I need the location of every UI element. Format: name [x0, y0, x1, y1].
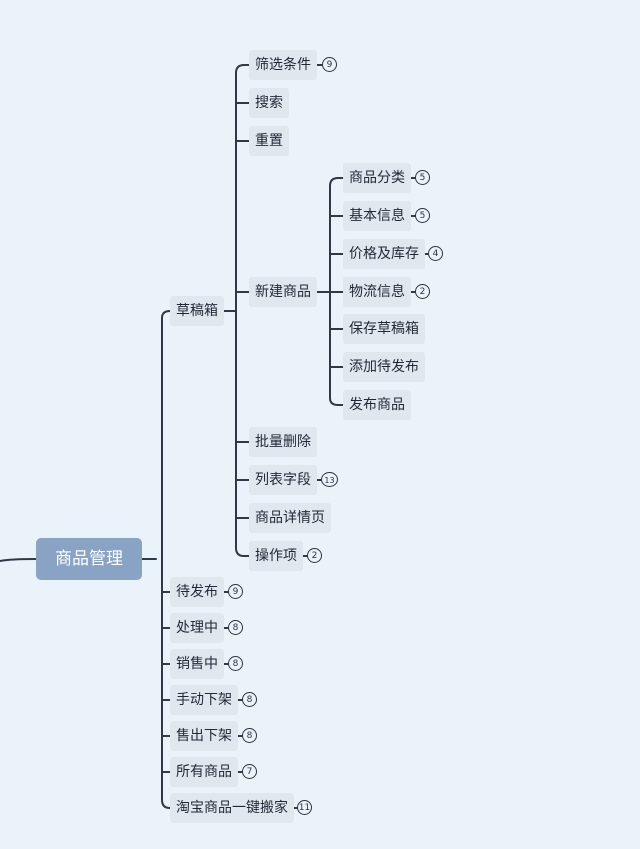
- node-sousuo[interactable]: 搜索: [249, 88, 289, 118]
- node-chongzhi[interactable]: 重置: [249, 126, 289, 156]
- node-label: 售出下架: [176, 728, 232, 744]
- count-badge: 8: [228, 620, 243, 635]
- node-label: 操作项: [255, 548, 297, 564]
- count-badge: 7: [242, 764, 257, 779]
- node-label: 处理中: [176, 620, 218, 636]
- node-label: 保存草稿箱: [349, 321, 419, 337]
- node-taobao[interactable]: 淘宝商品一键搬家: [170, 793, 294, 823]
- node-label: 商品详情页: [255, 510, 325, 526]
- node-xiangqing[interactable]: 商品详情页: [249, 503, 331, 533]
- node-label: 发布商品: [349, 397, 405, 413]
- count-badge: 5: [415, 208, 430, 223]
- node-label: 添加待发布: [349, 359, 419, 375]
- node-jiben[interactable]: 基本信息: [343, 201, 411, 231]
- count-badge: 8: [242, 692, 257, 707]
- node-chulizhong[interactable]: 处理中: [170, 613, 224, 643]
- node-suoyou[interactable]: 所有商品: [170, 757, 238, 787]
- node-label: 价格及库存: [349, 246, 419, 262]
- count-badge: 2: [415, 284, 430, 299]
- node-xiaoshouzhong[interactable]: 销售中: [170, 649, 224, 679]
- node-baocun[interactable]: 保存草稿箱: [343, 314, 425, 344]
- node-label: 商品分类: [349, 170, 405, 186]
- count-badge: 9: [322, 57, 337, 72]
- node-shaixuan[interactable]: 筛选条件: [249, 50, 317, 80]
- count-badge: 5: [415, 170, 430, 185]
- node-label: 销售中: [176, 656, 218, 672]
- count-badge: 11: [297, 800, 312, 815]
- node-label: 搜索: [255, 95, 283, 111]
- count-badge: 4: [428, 246, 443, 261]
- node-label: 筛选条件: [255, 57, 311, 73]
- node-label: 物流信息: [349, 284, 405, 300]
- count-badge: 13: [321, 472, 338, 487]
- node-xinjian[interactable]: 新建商品: [249, 277, 317, 307]
- node-label: 新建商品: [255, 284, 311, 300]
- node-caogaoxiang[interactable]: 草稿箱: [170, 296, 224, 326]
- node-label: 所有商品: [176, 764, 232, 780]
- node-label: 手动下架: [176, 692, 232, 708]
- root-label: 商品管理: [55, 549, 123, 569]
- count-badge: 9: [228, 584, 243, 599]
- node-tianjia[interactable]: 添加待发布: [343, 352, 425, 382]
- node-liebiao[interactable]: 列表字段: [249, 465, 317, 495]
- node-label: 批量删除: [255, 434, 311, 450]
- node-fenlei[interactable]: 商品分类: [343, 163, 411, 193]
- count-badge: 8: [242, 728, 257, 743]
- count-badge: 8: [228, 656, 243, 671]
- node-label: 基本信息: [349, 208, 405, 224]
- node-label: 列表字段: [255, 472, 311, 488]
- node-label: 草稿箱: [176, 303, 218, 319]
- node-caozuo[interactable]: 操作项: [249, 541, 303, 571]
- node-piliang[interactable]: 批量删除: [249, 427, 317, 457]
- node-label: 待发布: [176, 584, 218, 600]
- node-fabu-goods[interactable]: 发布商品: [343, 390, 411, 420]
- node-label: 淘宝商品一键搬家: [176, 800, 288, 816]
- node-shoudong[interactable]: 手动下架: [170, 685, 238, 715]
- root-node[interactable]: 商品管理: [36, 538, 142, 580]
- count-badge: 2: [307, 548, 322, 563]
- node-shouchu[interactable]: 售出下架: [170, 721, 238, 751]
- node-jiage[interactable]: 价格及库存: [343, 239, 425, 269]
- node-label: 重置: [255, 133, 283, 149]
- node-wuliu[interactable]: 物流信息: [343, 277, 411, 307]
- node-daifabu[interactable]: 待发布: [170, 577, 224, 607]
